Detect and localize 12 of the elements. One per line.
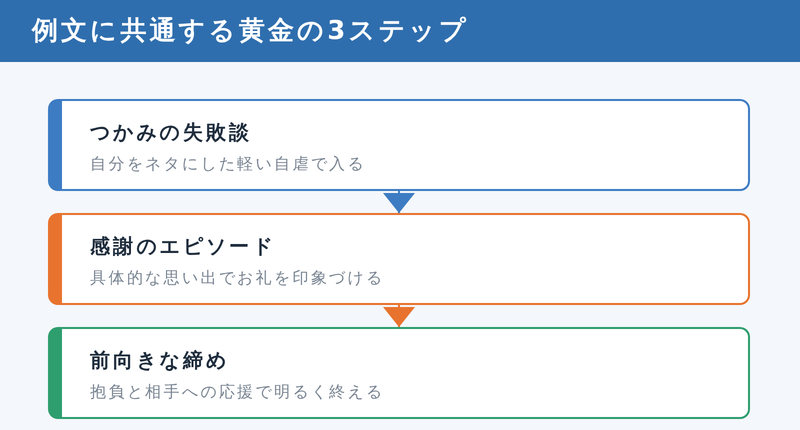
arrow	[383, 191, 415, 213]
step-description: 自分をネタにした軽い自虐で入る	[90, 153, 367, 175]
step-title: 感謝のエピソード	[90, 233, 277, 260]
diagram-title: 例文に共通する黄金の3ステップ	[32, 15, 469, 48]
step-card	[48, 99, 750, 191]
step-description: 抱負と相手への応援で明るく終える	[90, 381, 386, 403]
step-title: つかみの失敗談	[90, 119, 254, 146]
step-title: 前向きな締め	[90, 347, 230, 374]
step-description: 具体的な思い出でお礼を印象づける	[90, 267, 386, 289]
step-card	[48, 213, 750, 305]
step-card	[48, 327, 750, 419]
arrow	[383, 305, 415, 327]
